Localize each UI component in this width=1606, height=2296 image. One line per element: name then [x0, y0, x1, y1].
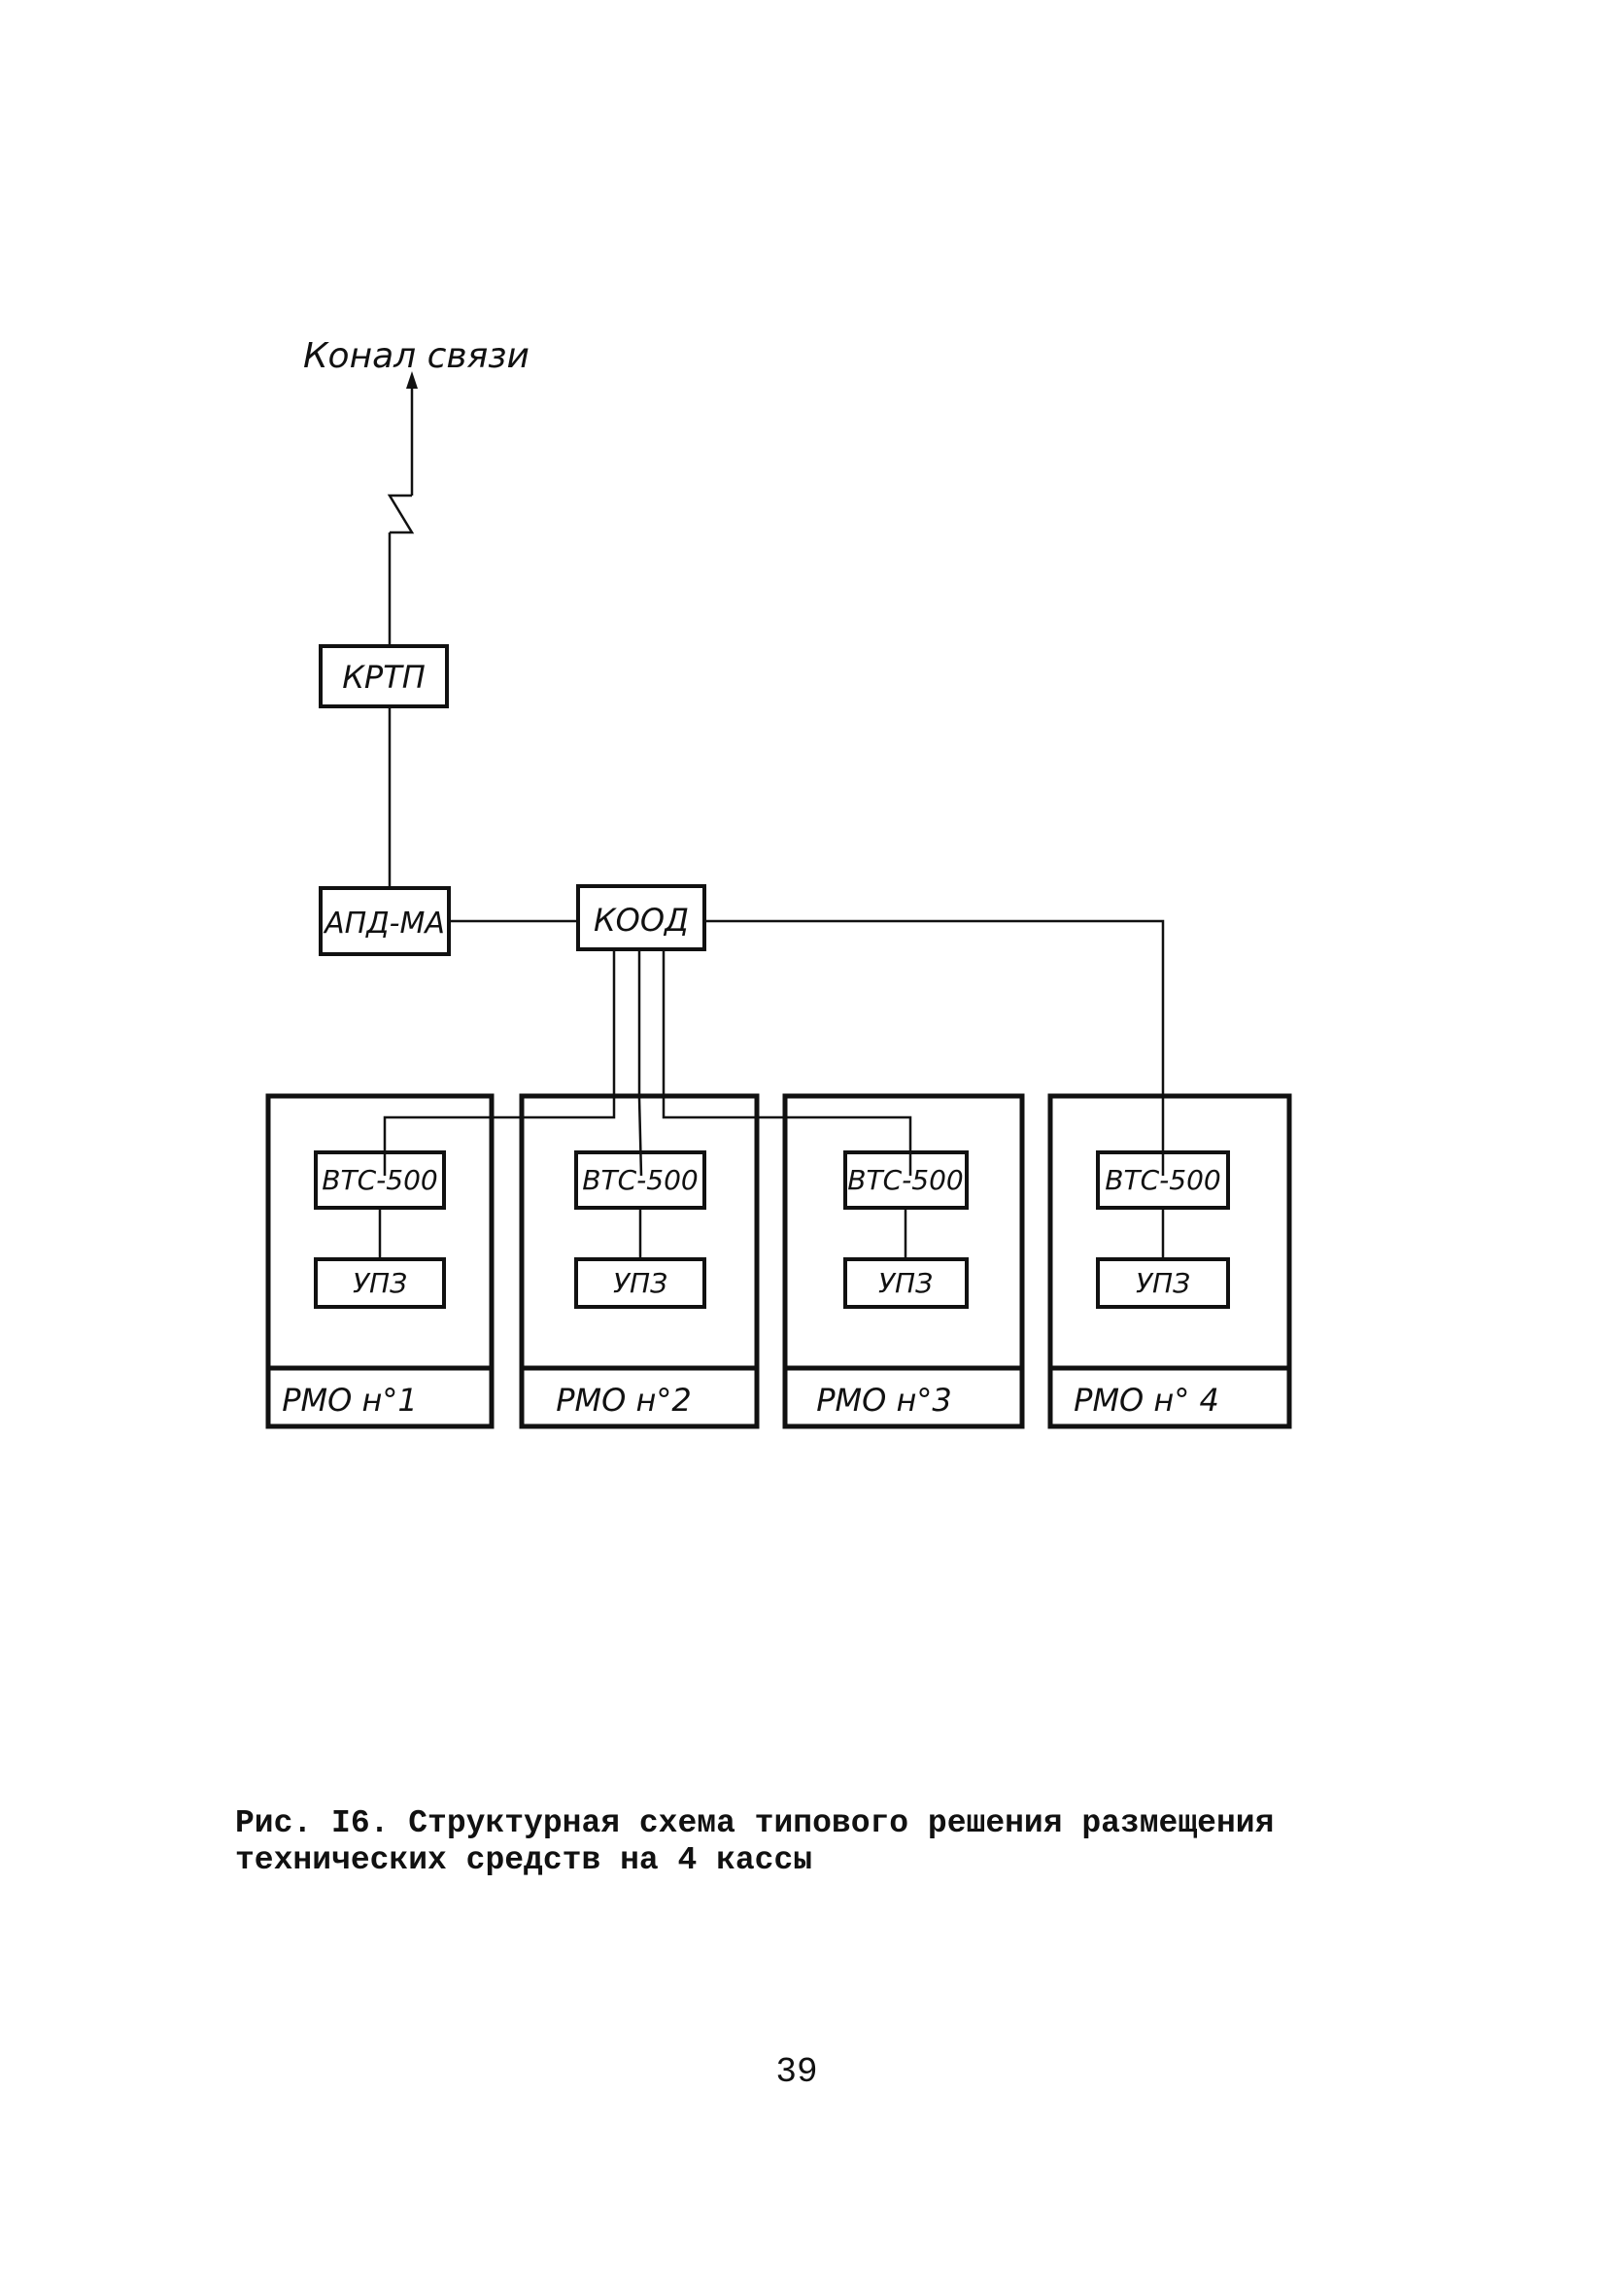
krtp-label: КРТП [342, 659, 426, 696]
apd-block: АПД-МА [319, 886, 451, 956]
page-number: 39 [775, 2052, 818, 2092]
krtp-block: КРТП [319, 644, 449, 708]
workstation-label: РМО н°2 [556, 1382, 692, 1419]
unit-label: УПЗ [878, 1267, 933, 1299]
workstation-label: РМО н°1 [282, 1382, 418, 1419]
kood-block: КООД [576, 884, 706, 951]
channel-arrow [387, 371, 418, 646]
kood-bus [383, 919, 1165, 1177]
device-label: ВТС-500 [847, 1164, 963, 1196]
figure-caption: Рис. I6. Структурная схема типового реше… [235, 1805, 1401, 1879]
apd-label: АПД-МА [323, 907, 445, 941]
workstation-1: ВТС-500 УПЗ РМО н°1 [265, 1093, 495, 1429]
workstation-3: ВТС-500 УПЗ РМО н°3 [782, 1093, 1025, 1429]
workstation-label: РМО н°3 [816, 1382, 952, 1419]
workstation-2: ВТС-500 УПЗ РМО н°2 [519, 1093, 760, 1429]
structure-diagram: Конал связи КРТП АПД-МА КООД ВТС-50 [265, 336, 1292, 1429]
device-label: ВТС-500 [582, 1164, 698, 1196]
workstation-label: РМО н° 4 [1074, 1382, 1219, 1419]
channel-label: Конал связи [303, 336, 530, 376]
device-label: ВТС-500 [322, 1164, 437, 1196]
caption-line-1: Рис. I6. Структурная схема типового реше… [235, 1805, 1275, 1841]
unit-label: УПЗ [353, 1267, 407, 1299]
unit-label: УПЗ [613, 1267, 667, 1299]
device-label: ВТС-500 [1105, 1164, 1220, 1196]
unit-label: УПЗ [1136, 1267, 1190, 1299]
caption-line-2: технических средств на 4 кассы [235, 1842, 813, 1878]
kood-label: КООД [594, 902, 689, 939]
workstation-4: ВТС-500 УПЗ РМО н° 4 [1047, 1093, 1292, 1429]
